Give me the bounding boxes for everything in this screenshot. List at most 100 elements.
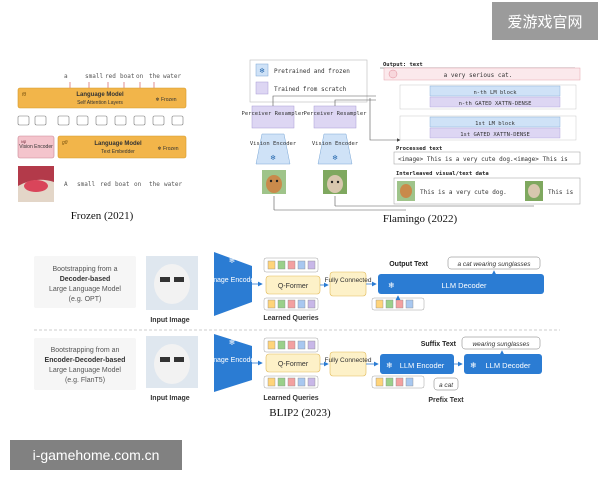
legend-scratch-label: Trained from scratch [274,86,347,93]
frozen-panel: a small red boat on the water fθ Languag… [17,73,187,222]
blip2-row1-desc-1: Bootstrapping from a [53,266,118,273]
snowflake-icon: ❄ [388,281,395,290]
blip2-row2-queries [263,337,319,353]
legend-frozen-swatch [255,63,269,77]
blip2-row2-fully-connected [329,351,367,377]
frozen-lm-bottom-sub: Text Embedder [101,149,135,155]
flamingo-interleaved-label: Interleaved visual/text data [396,171,489,177]
snowflake-icon: ❄ [470,361,477,370]
flamingo-interleaved-text1: This is a very cute dog. [420,189,507,196]
blip2-row2-llm-encoder-label: LLM Encoder [400,361,445,370]
frozen-lm-top-sub: Self Attention Layers [77,100,123,106]
blip2-row1-desc-2: Decoder-based [60,276,111,283]
blip2-row2-desc-box [34,338,136,390]
frozen-lm-bottom-tag: gθ [62,140,68,146]
flamingo-nth-gated-label: n-th GATED XATTN-DENSE [459,101,532,107]
frozen-vision-encoder [17,135,55,159]
blip2-row2-fc-label: Fully Connected [325,357,372,364]
flamingo-first-gated [429,127,561,139]
frozen-lm-top [17,87,187,109]
blip2-row2-desc-4: (e.g. FlanT5) [65,377,105,384]
flamingo-output-box [383,67,581,81]
frozen-token-bottom-5: the [149,181,160,188]
blip2-row1-desc-4: (e.g. OPT) [69,296,102,303]
flamingo-first-lm-label: 1st LM block [475,121,515,127]
flamingo-dog-image [262,170,286,194]
blip2-row1-image-encoder-label: Image Encoder [209,277,257,284]
blip2-row1-desc-box [34,256,136,308]
blip2-row1-fc-label: Fully Connected [325,277,372,284]
blip2-row1-qformer-label: Q-Former [278,283,309,290]
frozen-token-top-1: small [85,73,103,80]
frozen-lm-bottom-title: Language Model [94,141,142,147]
blip2-row2-desc-2: Encoder-Decoder-based [45,357,126,364]
snowflake-icon: ❄ [259,67,265,75]
frozen-token-bottom-4: on [134,181,142,188]
frozen-token-top-4: on [136,73,144,80]
blip2-row1-output-label: Output Text [389,261,428,268]
blip2-row2-qformer-label: Q-Former [278,361,309,368]
blip2-row2-suffix-box [461,336,541,350]
blip2-row1-input-image [146,256,198,310]
frozen-token-bottom-6: water [164,181,182,188]
snowflake-icon: ❄ [270,154,276,162]
frozen-lm-top-title: Language Model [76,92,124,98]
frozen-lm-bottom-frozen: ❄ Frozen [157,146,178,152]
flamingo-perceiver-1 [251,105,295,129]
flamingo-first-lm [429,116,561,128]
frozen-lm-top-frozen: ❄ Frozen [155,97,176,103]
blip2-row1-output-text: a cat wearing sunglasses [458,261,532,268]
frozen-top-tokens: a small red boat on the water [64,73,181,80]
flamingo-cat-image [323,170,347,194]
flamingo-interleaved-text2: This is [548,189,574,196]
blip2-row1-fully-connected [329,271,367,297]
blip2-row1-output-box [447,256,541,270]
blip2-row2-input-label: Input Image [150,395,189,402]
blip2-row2-llm-decoder-label: LLM Decoder [485,361,531,370]
watermark-bottom-text: i-gamehome.com.cn [33,447,160,463]
blip2-row2-image-encoder [214,334,252,392]
blip2-row2-learned-queries-label: Learned Queries [263,395,318,402]
blip2-row2-prefix-label: Prefix Text [428,397,464,404]
snowflake-icon: ❄ [332,154,338,162]
blip2-row1-desc-3: Large Language Model [49,286,121,293]
blip2-row2-prefix-text: a cat [439,382,454,389]
flamingo-vision-encoder-1-label: Vision Encoder [250,141,297,147]
flamingo-processed-box [393,151,581,165]
blip2-row1-learned-queries-label: Learned Queries [263,315,318,322]
blip2-row2-desc-3: Large Language Model [49,367,121,374]
frozen-token-top-6: water [163,73,181,80]
blip2-row1-llm-decoder-label: LLM Decoder [441,281,487,290]
frozen-embedding-row [17,115,184,126]
frozen-lm-bottom [57,135,187,159]
snowflake-icon: ❄ [229,338,236,347]
flamingo-vision-encoder-1 [255,133,291,165]
blip2-row1-image-encoder [214,252,252,316]
flamingo-nth-lm-label: n-th LM block [473,90,517,96]
blip2-row2-fc-out [371,375,425,389]
flamingo-interleaved-box [393,177,581,205]
flamingo-panel: ❄ Pretrained and frozen Trained from scr… [242,59,581,225]
blip2-row2-learned-queries-box [263,375,319,389]
blip2-row1: Bootstrapping from a Decoder-based Large… [34,252,544,324]
flamingo-caption: Flamingo (2022) [383,213,458,225]
blip2-caption: BLIP2 (2023) [269,407,331,419]
blip2-row1-queries [263,257,319,273]
flamingo-output-text: a very serious cat. [444,72,513,79]
frozen-vision-tag: vφ [21,139,26,144]
blip2-row1-learned-queries-box [263,297,319,311]
flamingo-processed-text: <image> This is a very cute dog.<image> … [398,156,568,163]
flamingo-nth-gated [429,96,561,108]
frozen-token-top-0: a [64,73,68,80]
blip2-row2-qformer [265,353,321,373]
frozen-token-bottom-1: small [77,181,95,188]
blip2-row2-prefix-box [433,377,459,391]
blip2-row2-llm-decoder [464,354,542,374]
flamingo-output-label: Output: text [383,62,423,68]
flamingo-perceiver-1-label: Perceiver Resampler [242,111,306,117]
watermark-top-text: 爱游戏官网 [507,13,582,31]
blip2-row1-llm-decoder [378,274,544,294]
watermark-top: 爱游戏官网 [492,2,598,40]
frozen-token-top-3: boat [120,73,135,80]
frozen-token-top-5: the [149,73,160,80]
